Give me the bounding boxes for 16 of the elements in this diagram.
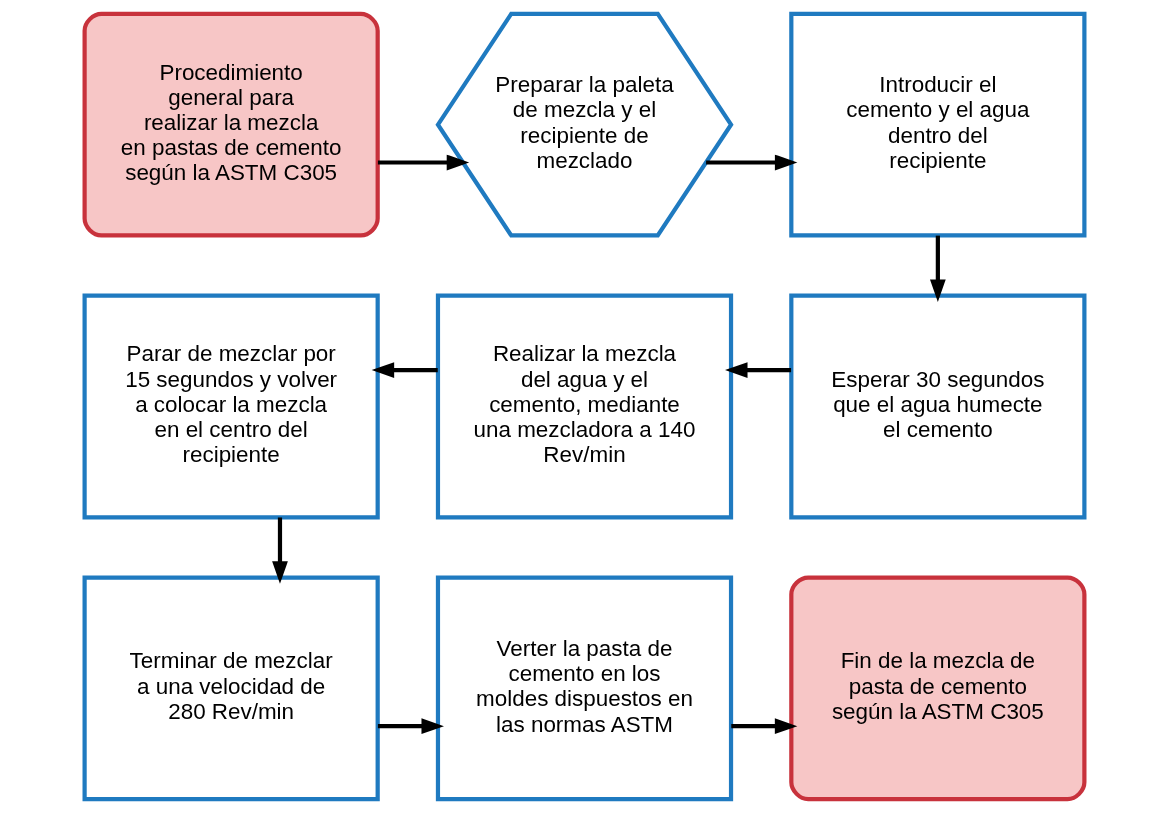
arrow bbox=[706, 154, 798, 171]
arrow bbox=[930, 235, 946, 302]
node-box: Verter la pasta de cemento en los moldes dispuestos en las normas ASTM bbox=[435, 575, 734, 802]
arrow bbox=[272, 517, 288, 584]
arrow bbox=[371, 362, 438, 378]
node-box: Terminar de mezclar a una velocidad de 280 Rev/min bbox=[82, 575, 380, 802]
arrow bbox=[377, 154, 470, 171]
node-box: Fin de la mezcla de pasta de cemento según la ASTM C305 bbox=[789, 575, 1087, 802]
arrow bbox=[731, 718, 798, 735]
arrow bbox=[377, 718, 444, 735]
node-box: Procedimiento general para realizar la mezcla en pastas de cemento según la ASTM C305 bbox=[82, 11, 380, 238]
node-box: Realizar la mezcla del agua y el cemento, mediante una mezcladora a 140 Rev/min bbox=[435, 293, 734, 520]
node-box: Parar de mezclar por 15 segundos y volver a colocar la mezcla en el centro del recipiente bbox=[82, 293, 380, 520]
arrow bbox=[725, 362, 792, 378]
node-box: Introducir el cemento y el agua dentro del recipiente bbox=[789, 11, 1087, 238]
node-box: Esperar 30 segundos que el agua humecte el cemento bbox=[789, 293, 1087, 520]
